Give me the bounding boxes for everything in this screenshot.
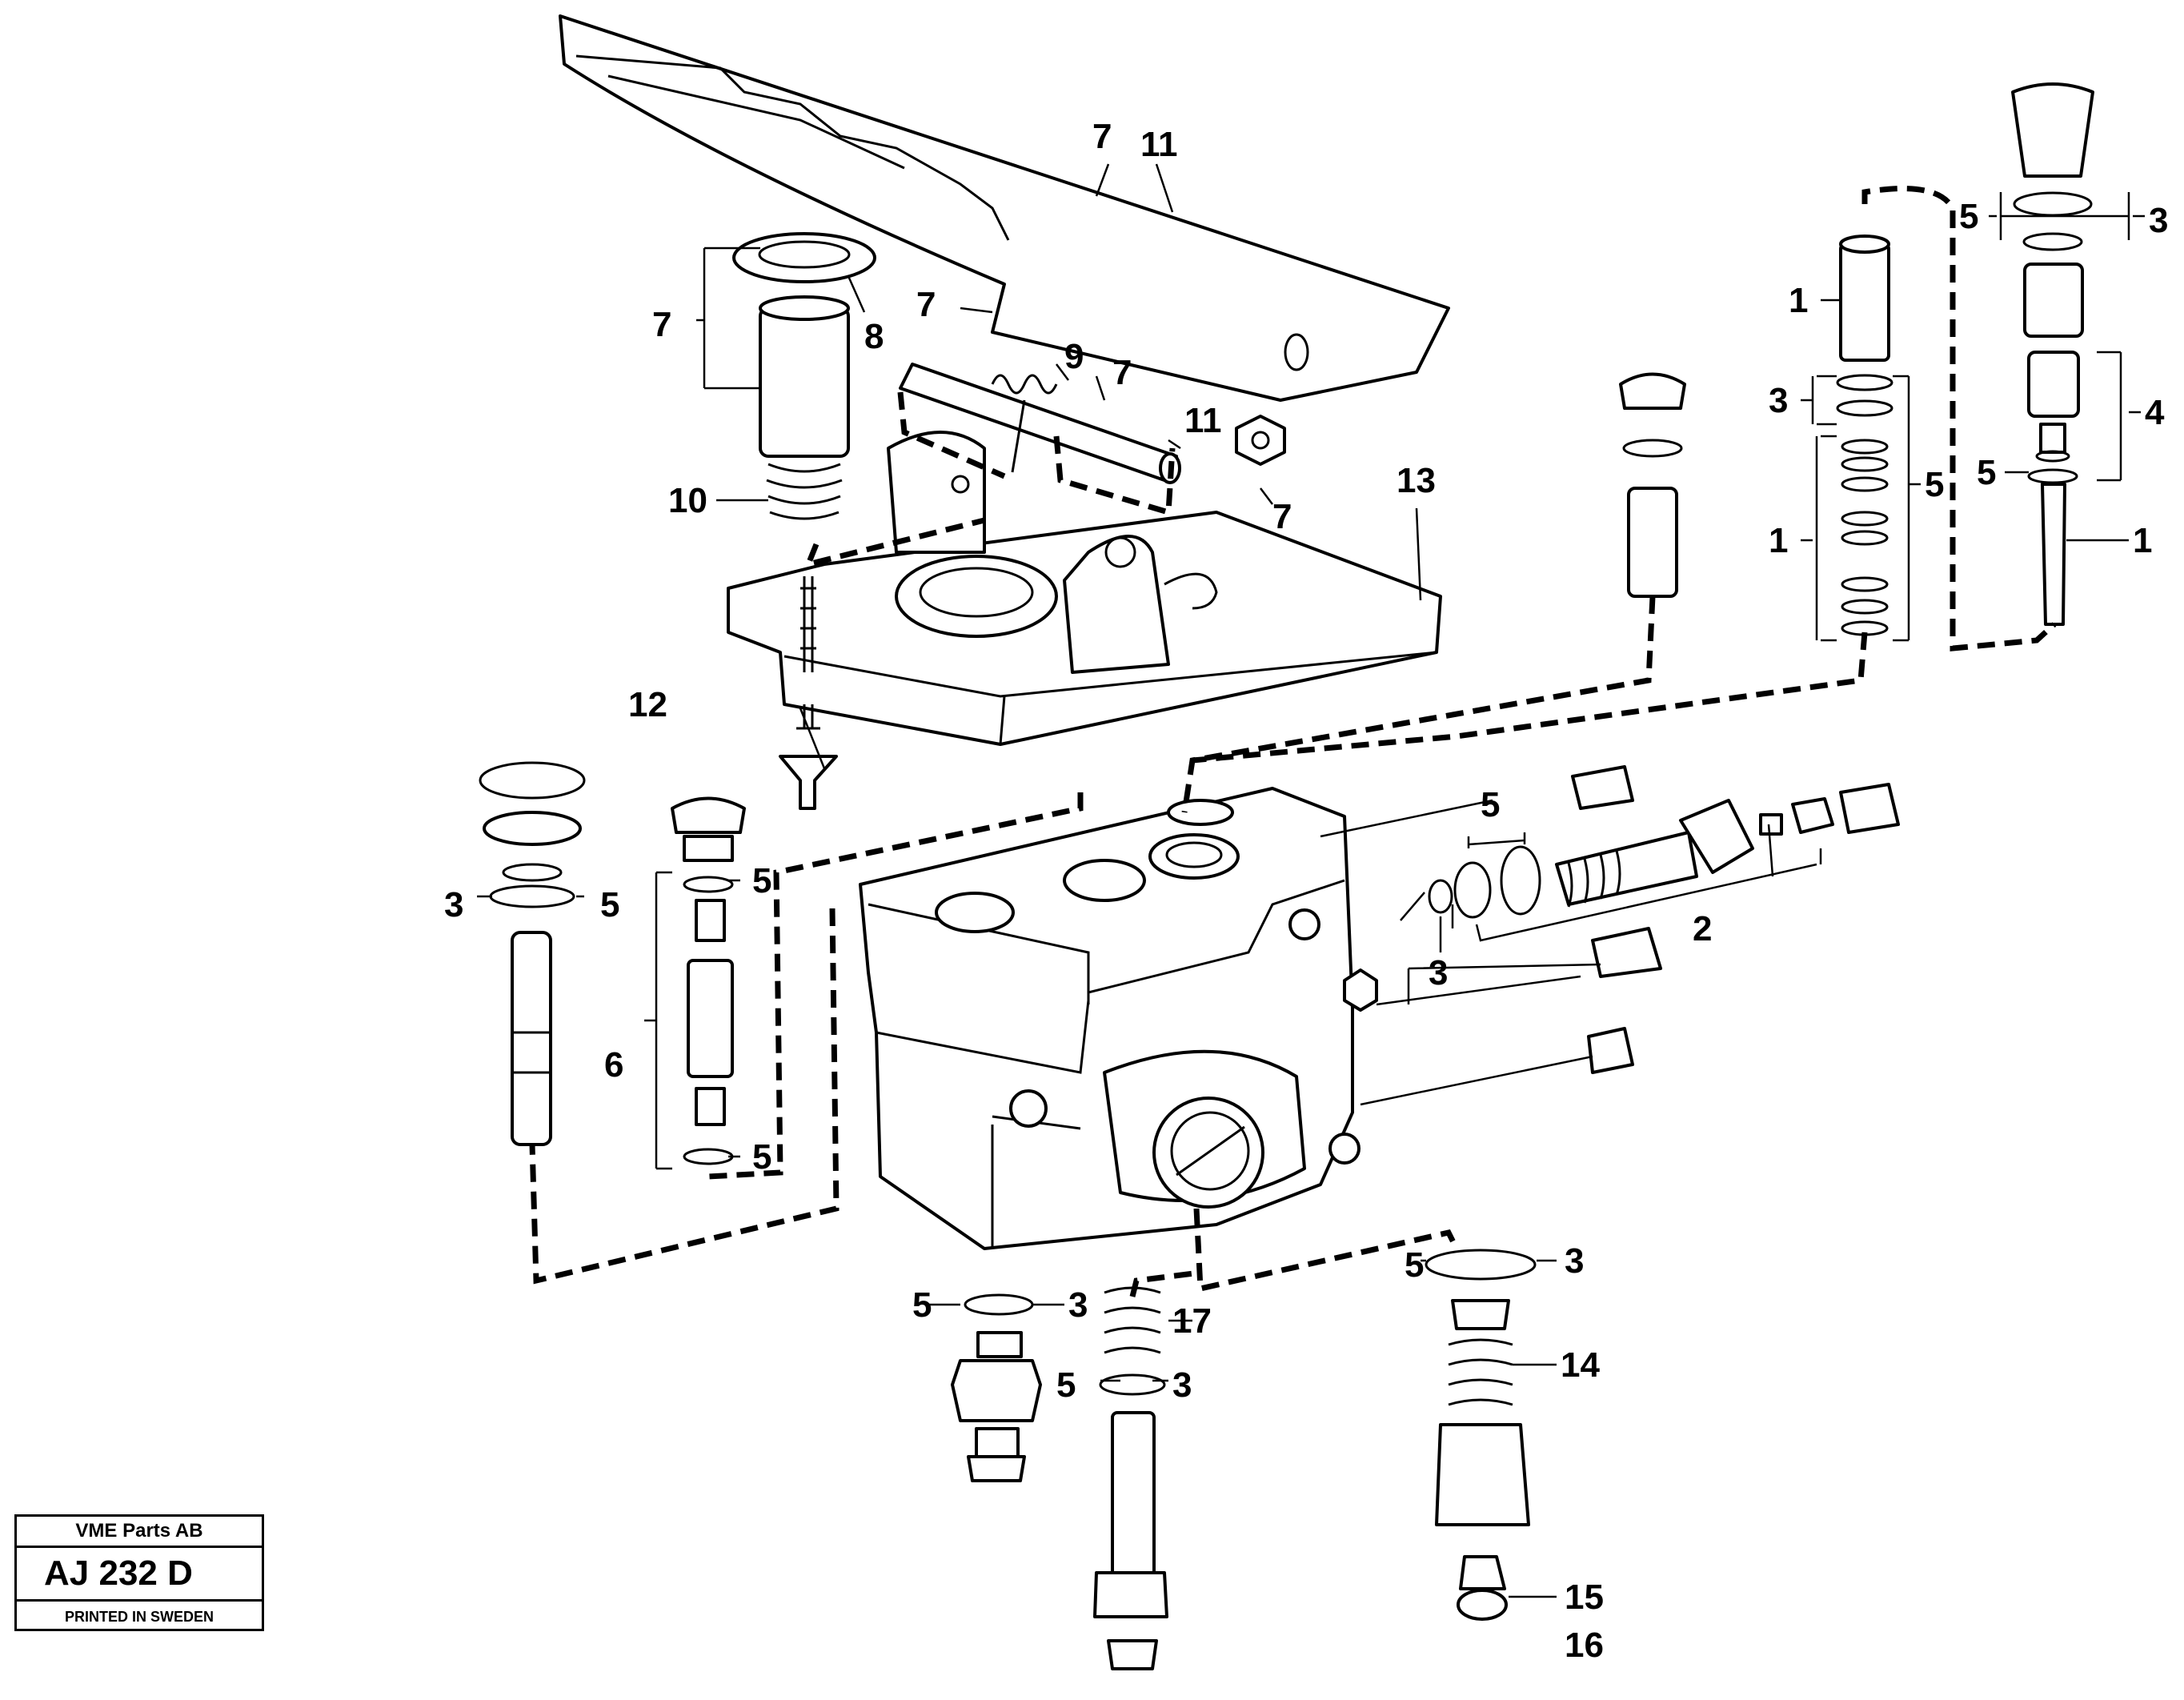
printed-note: PRINTED IN SWEDEN	[64, 1609, 214, 1625]
callout-sp-5b: 5	[752, 1137, 771, 1177]
valve-housing	[859, 787, 1378, 1250]
callout-cv-2: 2	[1693, 909, 1712, 948]
company-name: VME Parts AB	[17, 1517, 262, 1548]
boot-assembly	[732, 232, 876, 520]
pivot-pin	[899, 363, 1181, 484]
plug-upper	[1571, 765, 1634, 810]
callout-cv-5: 5	[1481, 785, 1500, 824]
callout-cap-8: 8	[864, 317, 884, 356]
check-valve-bottom	[951, 1293, 1042, 1482]
plug-middle	[1591, 927, 1662, 978]
piston-left	[479, 761, 586, 1146]
callout-boot-7: 7	[652, 305, 671, 344]
callout-rv-5: 5	[1925, 465, 1944, 504]
callout-nut-7: 7	[1272, 497, 1292, 536]
callout-b3-15: 15	[1565, 1578, 1604, 1617]
callout-b1-5: 5	[912, 1285, 932, 1325]
leader-lines	[477, 163, 2145, 1598]
title-block: VME Parts AB AJ 232 D PRINTED IN SWEDEN	[14, 1514, 264, 1631]
callout-b3-3: 3	[1565, 1241, 1584, 1281]
valve-column-right	[2011, 82, 2094, 626]
callout-fr-5a: 5	[1959, 197, 1978, 236]
callout-pedal-lower-7: 7	[916, 285, 936, 324]
callout-fr-1: 1	[2133, 521, 2152, 560]
plug-lower	[1587, 1027, 1634, 1074]
nut	[1235, 415, 1286, 466]
relief-cartridge	[1428, 783, 1900, 919]
plug-screw	[779, 755, 838, 810]
callout-b2-5: 5	[1056, 1365, 1076, 1405]
callout-b2-17: 17	[1172, 1301, 1212, 1341]
callout-b2-3: 3	[1172, 1365, 1192, 1405]
callout-rv-1a: 1	[1789, 281, 1808, 320]
pressure-valve	[1425, 1249, 1537, 1621]
callout-spring-9: 9	[1064, 337, 1084, 376]
callout-fr-3: 3	[2149, 201, 2168, 240]
callout-cv-3: 3	[1429, 953, 1448, 992]
valve-column-reaction	[1836, 235, 1893, 636]
callout-fr-4: 4	[2145, 393, 2165, 432]
callout-bracket-13: 13	[1397, 461, 1436, 500]
valve-column-centre	[1619, 372, 1686, 598]
pedal	[559, 14, 1450, 402]
callout-b3-5: 5	[1405, 1245, 1424, 1285]
dashed-connectors	[529, 186, 2057, 1297]
spring-assembly-17	[1093, 1286, 1168, 1670]
callout-pin-11: 11	[1184, 401, 1222, 440]
callout-b1-3: 3	[1068, 1285, 1088, 1325]
callout-sp-5a: 5	[752, 861, 771, 900]
callout-spring-10: 10	[668, 481, 707, 520]
spool-column	[671, 796, 746, 1165]
callout-fr-5b: 5	[1977, 453, 1996, 492]
callout-pedal-11: 11	[1140, 125, 1178, 164]
callout-lp-5: 5	[600, 885, 619, 924]
callout-plug-12: 12	[628, 685, 667, 724]
callout-lp-3: 3	[444, 885, 463, 924]
drawing-code: AJ 232 D	[17, 1548, 262, 1602]
callout-b3-16: 16	[1565, 1626, 1604, 1665]
callout-sp-6: 6	[604, 1045, 623, 1085]
callout-spring-7: 7	[1112, 353, 1132, 392]
bracket-plate	[727, 431, 1442, 746]
callout-pedal-7: 7	[1092, 117, 1112, 156]
callout-rv-1b: 1	[1769, 521, 1788, 560]
callout-rv-3: 3	[1769, 381, 1788, 420]
callout-labels: 7 11 7 8 7 9 7 11 7 10 13 12 1 3 5 1 5 3…	[444, 117, 2168, 1665]
callout-b3-14: 14	[1561, 1345, 1600, 1385]
